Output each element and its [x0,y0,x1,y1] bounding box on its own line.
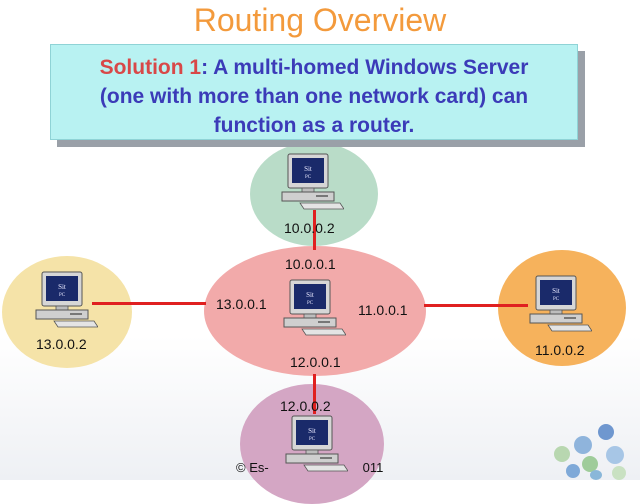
computer-icon [283,279,346,336]
callout-line-3: function as a router. [213,114,415,137]
copyright-footer: © Es- 011 [236,460,384,475]
link-router-top [313,210,316,250]
left-router-ip: 13.0.0.1 [216,296,267,312]
top-host-ip: 10.0.0.2 [284,220,335,236]
solution-label: Solution 1 [99,56,202,79]
solution-callout: Solution 1: A multi-homed Windows Server… [50,44,578,140]
link-router-right [424,304,528,307]
callout-line-2: (one with more than one network card) ca… [99,85,529,108]
top-router-ip: 10.0.0.1 [285,256,336,272]
callout-line-1: A multi-homed Windows Server [208,56,529,79]
right-host-ip: 11.0.0.2 [535,342,585,358]
bottom-router-ip: 12.0.0.1 [290,354,341,370]
slide-title: Routing Overview [193,2,447,38]
link-router-bottom [313,374,316,414]
right-router-ip: 11.0.0.1 [358,302,408,318]
solution-colon: : [201,56,209,79]
link-router-left [92,302,206,305]
computer-icon [281,153,344,210]
bottom-host-ip: 12.0.0.2 [280,398,331,414]
computer-icon [35,271,98,328]
left-host-ip: 13.0.0.2 [36,336,87,352]
computer-icon [529,275,592,332]
